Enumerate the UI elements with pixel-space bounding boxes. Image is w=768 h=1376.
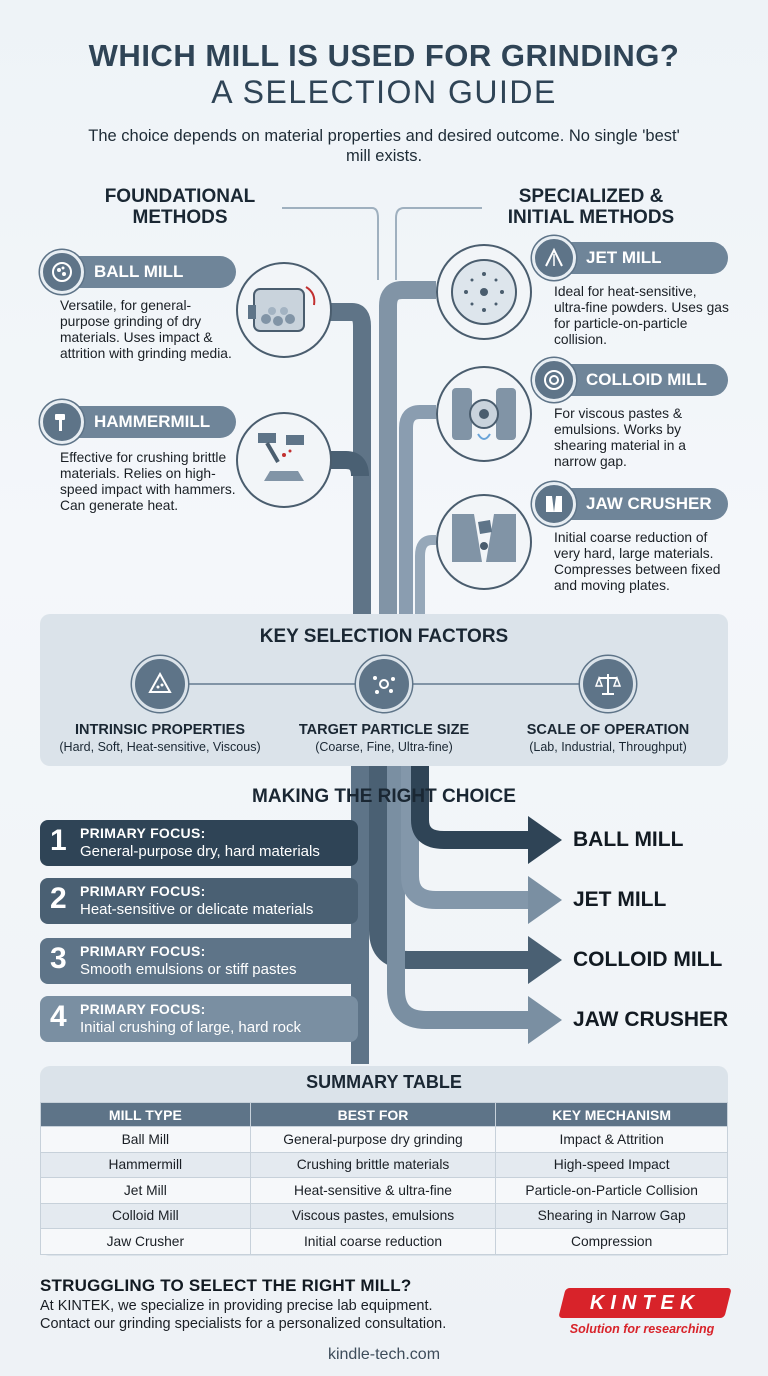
- right-column-heading: SPECIALIZED & INITIAL METHODS: [507, 186, 675, 228]
- hammermill-description: Effective for crushing brittle materials…: [60, 450, 236, 513]
- intro-text: The choice depends on material propertie…: [88, 127, 680, 165]
- choice-focus: General-purpose dry, hard materials: [80, 843, 320, 860]
- table-cell: Colloid Mill: [40, 1202, 251, 1229]
- choice-number: 3: [50, 942, 67, 975]
- choice-result-2: JET MILL: [573, 888, 667, 911]
- table-cell: Impact & Attrition: [495, 1126, 728, 1153]
- factor-scale-name: SCALE OF OPERATION: [526, 722, 690, 738]
- hammer-icon: [40, 400, 84, 444]
- choice-number: 4: [50, 1000, 67, 1033]
- logo-text: KINTEK: [589, 1291, 701, 1314]
- table-cell: Shearing in Narrow Gap: [495, 1202, 728, 1229]
- scale-icon: [580, 656, 636, 712]
- table-row: Jet Mill Heat-sensitive & ultra-fine Par…: [40, 1177, 728, 1204]
- ball-mill-description: Versatile, for general-purpose grinding …: [60, 298, 232, 361]
- table-cell: Crushing brittle materials: [249, 1151, 497, 1178]
- choice-label: PRIMARY FOCUS:: [80, 943, 206, 959]
- choice-number: 1: [50, 824, 67, 857]
- table-row: Jaw Crusher Initial coarse reduction Com…: [40, 1228, 728, 1255]
- table-cell: General-purpose dry grinding: [249, 1126, 497, 1153]
- footer-url[interactable]: kindle-tech.com: [327, 1346, 441, 1363]
- ball-mill-label: BALL MILL: [94, 262, 184, 281]
- table-cell: Heat-sensitive & ultra-fine: [249, 1177, 497, 1204]
- jet-mill-illustration: [436, 244, 532, 340]
- choice-card-2: 2 PRIMARY FOCUS: Heat-sensitive or delic…: [40, 878, 358, 924]
- table-cell: Ball Mill: [40, 1126, 251, 1153]
- hammermill-label: HAMMERMILL: [94, 412, 211, 431]
- kintek-logo[interactable]: KINTEK: [558, 1288, 732, 1318]
- choice-card-1: 1 PRIMARY FOCUS: General-purpose dry, ha…: [40, 820, 358, 866]
- colloid-mill-description: For viscous pastes & emulsions. Works by…: [554, 406, 686, 469]
- ball-mill-pill: BALL MILL: [56, 256, 236, 288]
- left-column-heading: FOUNDATIONAL METHODS: [104, 186, 256, 228]
- page-title: WHICH MILL IS USED FOR GRINDING?: [88, 38, 680, 73]
- table-cell: Compression: [495, 1228, 728, 1255]
- choice-label: PRIMARY FOCUS:: [80, 825, 206, 841]
- jaw-icon: [532, 482, 576, 526]
- table-cell: Particle-on-Particle Collision: [495, 1177, 728, 1204]
- choice-focus: Heat-sensitive or delicate materials: [80, 901, 314, 918]
- colloid-mill-illustration: [436, 366, 532, 462]
- table-row: Hammermill Crushing brittle materials Hi…: [40, 1151, 728, 1178]
- choice-result-1: BALL MILL: [573, 828, 684, 851]
- colloid-mill-label: COLLOID MILL: [586, 370, 707, 389]
- jet-icon: [532, 236, 576, 280]
- factor-size-sub: (Coarse, Fine, Ultra-fine): [315, 740, 453, 754]
- hammermill-pill: HAMMERMILL: [56, 406, 236, 438]
- ball-mill-illustration: [236, 262, 332, 358]
- summary-title: SUMMARY TABLE: [306, 1072, 462, 1092]
- table-cell: Viscous pastes, emulsions: [249, 1202, 497, 1229]
- table-row: Colloid Mill Viscous pastes, emulsions S…: [40, 1202, 728, 1229]
- table-row: Ball Mill General-purpose dry grinding I…: [40, 1126, 728, 1153]
- cta-line-2: Contact our grinding specialists for a p…: [40, 1315, 447, 1332]
- rotor-icon: [532, 358, 576, 402]
- cta-heading: STRUGGLING TO SELECT THE RIGHT MILL?: [40, 1276, 412, 1295]
- factor-intrinsic-sub: (Hard, Soft, Heat-sensitive, Viscous): [59, 740, 261, 754]
- page-subtitle-heading: A SELECTION GUIDE: [211, 74, 557, 110]
- choice-label: PRIMARY FOCUS:: [80, 883, 206, 899]
- column-header: KEY MECHANISM: [495, 1102, 728, 1127]
- table-cell: Jaw Crusher: [40, 1228, 251, 1255]
- column-header: BEST FOR: [249, 1102, 497, 1127]
- factors-title: KEY SELECTION FACTORS: [259, 626, 509, 647]
- jaw-crusher-illustration: [436, 494, 532, 590]
- choice-result-3: COLLOID MILL: [573, 948, 723, 971]
- jet-mill-description: Ideal for heat-sensitive, ultra-fine pow…: [554, 284, 729, 347]
- summary-table: MILL TYPE BEST FOR KEY MECHANISM Ball Mi…: [40, 1102, 728, 1255]
- summary-header-row: MILL TYPE BEST FOR KEY MECHANISM: [40, 1102, 728, 1127]
- choice-focus: Initial crushing of large, hard rock: [80, 1019, 301, 1036]
- ball-mill-icon: [40, 250, 84, 294]
- factor-scale-sub: (Lab, Industrial, Throughput): [529, 740, 687, 754]
- choice-card-3: 3 PRIMARY FOCUS: Smooth emulsions or sti…: [40, 938, 358, 984]
- logo-tagline: Solution for researching: [569, 1322, 715, 1336]
- choice-card-4: 4 PRIMARY FOCUS: Initial crushing of lar…: [40, 996, 358, 1042]
- jaw-crusher-pill: JAW CRUSHER: [548, 488, 728, 520]
- material-icon: [132, 656, 188, 712]
- choice-focus: Smooth emulsions or stiff pastes: [80, 961, 297, 978]
- cta-line-1: At KINTEK, we specialize in providing pr…: [40, 1298, 433, 1314]
- table-cell: Initial coarse reduction: [249, 1228, 497, 1255]
- particle-icon: [356, 656, 412, 712]
- hammermill-illustration: [236, 412, 332, 508]
- table-cell: Hammermill: [40, 1151, 251, 1178]
- jet-mill-pill: JET MILL: [548, 242, 728, 274]
- jaw-crusher-description: Initial coarse reduction of very hard, l…: [554, 530, 721, 593]
- jaw-crusher-label: JAW CRUSHER: [586, 494, 712, 513]
- factor-size-name: TARGET PARTICLE SIZE: [298, 722, 470, 738]
- cta-text: At KINTEK, we specialize in providing pr…: [40, 1298, 520, 1333]
- column-header: MILL TYPE: [40, 1102, 251, 1127]
- choice-label: PRIMARY FOCUS:: [80, 1001, 206, 1017]
- table-cell: High-speed Impact: [495, 1151, 728, 1178]
- choice-result-4: JAW CRUSHER: [573, 1008, 729, 1031]
- choice-number: 2: [50, 882, 67, 915]
- colloid-mill-pill: COLLOID MILL: [548, 364, 728, 396]
- jet-mill-label: JET MILL: [586, 248, 662, 267]
- table-cell: Jet Mill: [40, 1177, 251, 1204]
- choice-title: MAKING THE RIGHT CHOICE: [252, 786, 516, 807]
- factor-intrinsic-name: INTRINSIC PROPERTIES: [75, 722, 245, 738]
